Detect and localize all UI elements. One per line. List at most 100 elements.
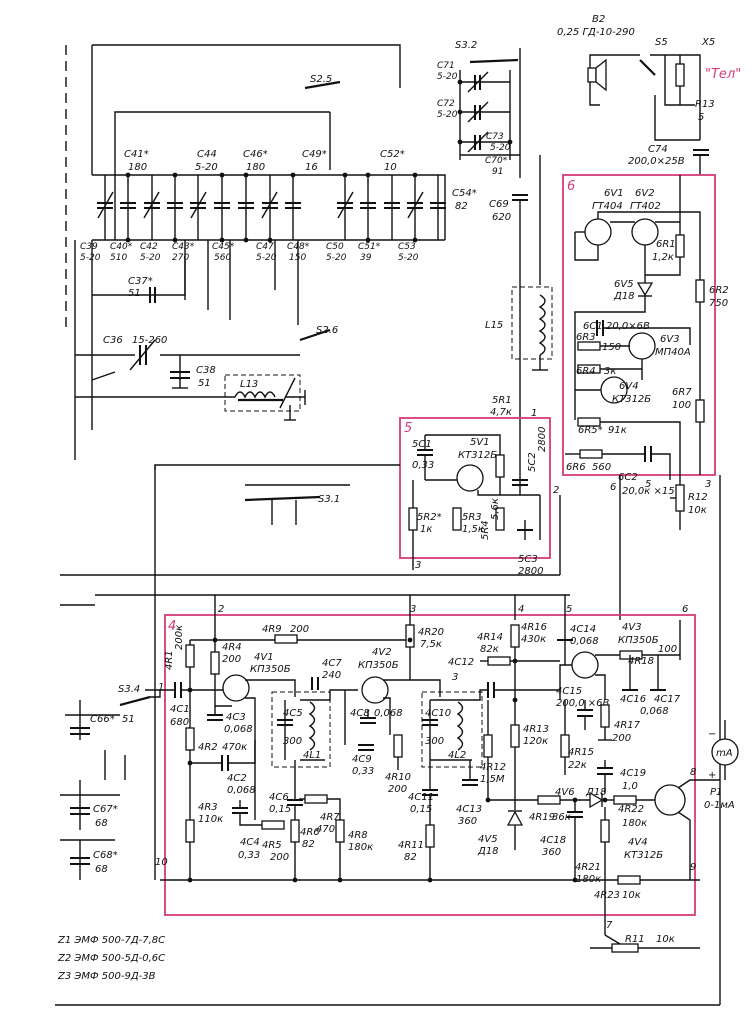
c43-ref: C43* — [172, 242, 195, 252]
4r9-ref: 4R9 — [262, 624, 282, 635]
node-3: 3 — [410, 604, 416, 615]
c69-ref: C69 — [489, 199, 509, 210]
4v6-ref: 4V6 — [555, 787, 575, 798]
4c1-ref: 4C1 — [170, 704, 190, 715]
4r15-ref: 4R15 — [568, 747, 594, 758]
6r6-val: 560 — [592, 462, 611, 473]
4v2-ref: 4V2 — [372, 647, 392, 658]
4v3-type: КП350Б — [618, 635, 659, 646]
4c9-ref: 4C9 — [352, 754, 372, 765]
c49-ref: C49* — [302, 149, 327, 160]
c44-ref: C44 — [197, 149, 217, 160]
4r9-val: 200 — [290, 624, 309, 635]
node-6: 6 — [682, 604, 688, 615]
node-9: 9 — [690, 862, 696, 873]
4r18-ref: 4R18 — [628, 656, 654, 667]
4v1-type: КП350Б — [250, 664, 291, 675]
c46-val: 180 — [246, 162, 265, 173]
4r23-val: 10к — [622, 890, 641, 901]
c45-ref: C45* — [212, 242, 235, 252]
r11-val: 10к — [656, 934, 675, 945]
filter-z3: Z3 ЭМФ 500-9Д-3В — [57, 971, 156, 982]
4c5-ref: 4C5 — [283, 708, 303, 719]
4c6-ref: 4C6 — [269, 792, 289, 803]
speaker-ref: B2 — [592, 14, 605, 25]
jack-ref: X5 — [701, 37, 715, 48]
block-6-frame — [562, 174, 716, 476]
block-5-frame — [399, 417, 551, 559]
4r15-val: 22к — [568, 760, 587, 771]
node-1: 1 — [158, 682, 164, 693]
4c1-val: 680 — [170, 717, 189, 728]
4r1-val: 200к — [174, 625, 185, 650]
5r3-ref: 5R3 — [462, 512, 482, 523]
4r6-ref: 4R6 — [300, 827, 320, 838]
4c3-val: 0,068 — [224, 724, 253, 735]
c48-val: 150 — [289, 253, 306, 263]
4v4-ref: 4V4 — [628, 837, 648, 848]
tuning-sections — [97, 172, 446, 243]
6r2-ref: 6R2 — [709, 285, 729, 296]
4r10-ref: 4R10 — [385, 772, 411, 783]
r13-ref: R13 — [695, 99, 715, 110]
4c7-val: 240 — [322, 670, 341, 681]
node-3-inner: 3 — [452, 672, 458, 683]
6r3-ref: 6R3 — [576, 332, 596, 343]
4r19-val: 36к — [552, 812, 571, 823]
c44-val: 5-20 — [195, 162, 218, 173]
c40-val: 510 — [110, 253, 127, 263]
4v3-ref: 4V3 — [622, 622, 642, 633]
node-8: 8 — [690, 767, 696, 778]
c72-val: 5-20 — [437, 110, 458, 120]
bus-lines: 3 5C3 2800 2 1 6 5 3 — [55, 408, 721, 1006]
c53-val: 5-20 — [398, 253, 419, 263]
4r11-ref: 4R11 — [398, 840, 424, 851]
4l2-ref: 4L2 — [448, 750, 466, 761]
c50-ref: C50 — [326, 242, 344, 252]
4v6-type: Д18 — [585, 787, 607, 798]
c70-val: 91 — [492, 167, 503, 177]
4c15-val: 200,0 ×6В — [556, 698, 610, 709]
4c8-ref: 4C8 — [350, 708, 370, 719]
4r12-val: 1,5М — [480, 774, 505, 785]
filter-z1: Z1 ЭМФ 500-7Д-7,8С — [57, 935, 165, 946]
c47-val: 5-20 — [256, 253, 277, 263]
4r16-ref: 4R16 — [521, 622, 547, 633]
l15-ref: L15 — [485, 320, 503, 331]
5r4-val: 5,6к — [490, 498, 501, 520]
6v4-ref: 6V4 — [619, 381, 639, 392]
node-6-b6: 6 — [610, 482, 616, 493]
6r3-val: 150 — [602, 342, 621, 353]
switch-s2-5: S2.5 — [310, 74, 332, 85]
4r17-val: 200 — [612, 733, 631, 744]
4r22-val: 180к — [622, 818, 647, 829]
output-section: B2 0,25 ГД-10-290 S5 X5 "Тел" R13 5 C74 … — [557, 14, 741, 175]
4v1-ref: 4V1 — [254, 652, 274, 663]
6v3-type: МП40А — [655, 347, 691, 358]
4c2-ref: 4C2 — [227, 773, 247, 784]
block-4-number: 4 — [168, 619, 176, 634]
4r5-ref: 4R5 — [262, 840, 282, 851]
c68-val: 68 — [95, 864, 108, 875]
4r3-ref: 4R3 — [198, 802, 218, 813]
meter-plus: + — [708, 770, 716, 781]
4r14-ref: 4R14 — [477, 632, 503, 643]
c70-ref: C70* — [485, 156, 508, 166]
5c2-val: 2800 — [537, 427, 548, 452]
4c7-ref: 4C7 — [322, 658, 342, 669]
6r5-val: 91к — [608, 425, 627, 436]
node-5: 5 — [566, 604, 572, 615]
c52-val: 10 — [384, 162, 397, 173]
speaker-type: 0,25 ГД-10-290 — [557, 27, 635, 38]
node-2-b5: 2 — [553, 485, 559, 496]
block-4-frame — [164, 614, 696, 916]
c71-ref: C71 — [437, 61, 455, 71]
c74-ref: C74 — [648, 144, 668, 155]
node-3-b6: 3 — [705, 479, 711, 490]
c39-ref: C39 — [80, 242, 98, 252]
node-5-b6: 5 — [645, 479, 651, 490]
s3-4-input: S3.4 C66* 51 C67* 68 C68* 68 — [60, 684, 161, 880]
4r12-ref: 4R12 — [480, 762, 506, 773]
switch-s3-1-group: S3.1 — [154, 464, 400, 525]
6v5-type: Д18 — [613, 291, 635, 302]
